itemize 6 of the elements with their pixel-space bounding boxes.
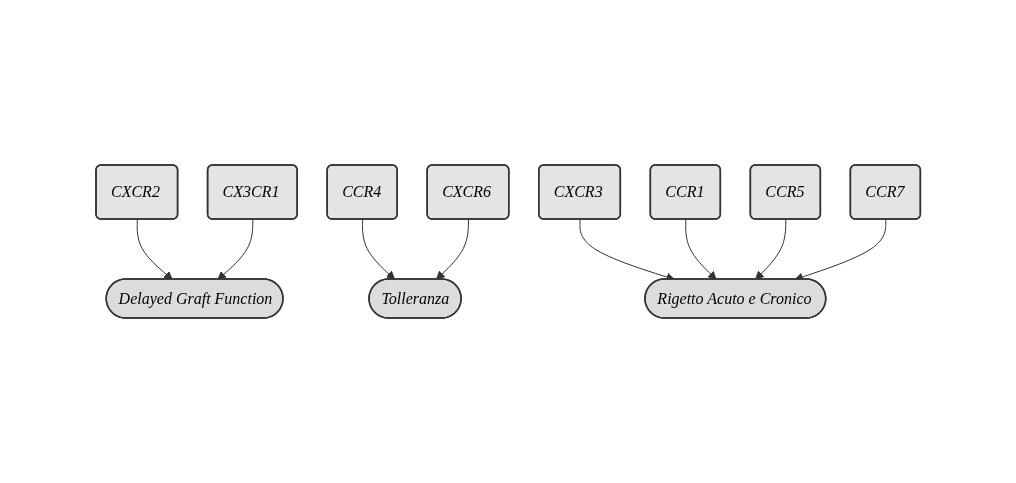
arrow	[217, 218, 254, 280]
arrow	[435, 218, 469, 280]
arrow	[361, 218, 395, 280]
arrow	[136, 218, 173, 280]
arrow	[754, 218, 787, 280]
arrow	[685, 218, 717, 280]
